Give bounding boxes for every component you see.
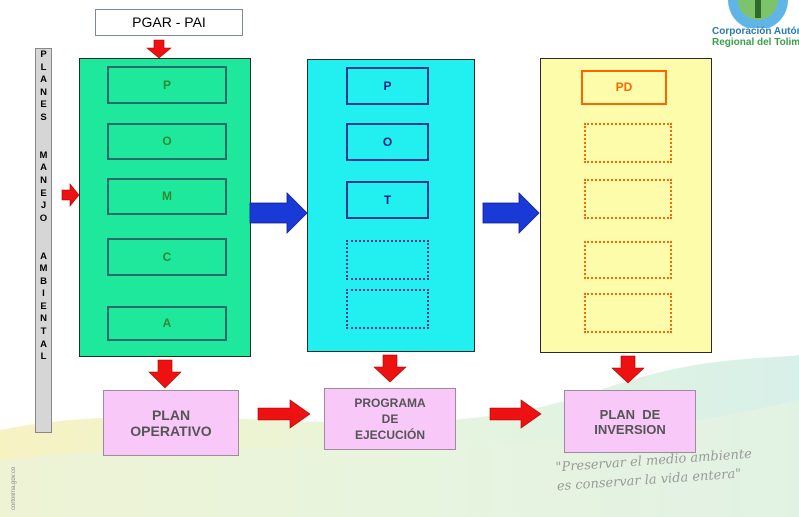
box-pd-empty-1 (584, 123, 672, 163)
vertical-label-char: E (40, 300, 47, 312)
logo-text: Corporación Autónoma Regional del Tolima (712, 26, 799, 48)
box-pot-empty-2 (346, 289, 429, 329)
vertical-label-char: N (40, 313, 47, 325)
box-pot-empty-1 (346, 240, 429, 280)
box-pot-o: O (346, 123, 429, 161)
logo-icon (728, 0, 788, 28)
arrow-blue-2 (482, 192, 540, 234)
side-url-text: cortolima.gov.co (11, 466, 17, 510)
plan-inversion-box: PLAN DE INVERSION (564, 390, 696, 453)
vertical-label-char: I (42, 288, 45, 300)
box-pot-t: T (346, 181, 429, 219)
programa-ejecucion-box: PROGRAMA DE EJECUCIÓN (324, 388, 456, 450)
vertical-label-char: A (40, 74, 47, 86)
vertical-label-char: A (40, 250, 47, 262)
arrow-right-1 (257, 399, 311, 429)
arrow-blue-1 (249, 192, 308, 234)
box-pot-p: P (346, 67, 429, 105)
vertical-label-char: M (39, 263, 48, 275)
vertical-label-char: A (40, 338, 47, 350)
vertical-label-char: E (40, 187, 47, 199)
vertical-label-char: E (40, 99, 47, 111)
box-pd-empty-2 (584, 179, 672, 219)
box-pd: PD (581, 70, 667, 105)
panel-pd (540, 58, 712, 353)
box-m: M (107, 178, 227, 215)
box-pd-empty-3 (584, 241, 672, 279)
arrow-right-2 (489, 399, 542, 429)
vertical-label-char: A (40, 162, 47, 174)
arrow-down-1 (148, 359, 182, 389)
vertical-label-char: N (40, 174, 47, 186)
vertical-label-char: P (40, 49, 47, 60)
vertical-label-char: J (40, 200, 47, 212)
vertical-label-char: L (40, 61, 47, 73)
plan-operativo-box: PLAN OPERATIVO (103, 390, 239, 456)
vertical-label-char: T (40, 326, 47, 338)
arrow-down-2 (373, 354, 407, 383)
arrow-side-right (61, 183, 80, 207)
vertical-label-char: O (39, 212, 48, 224)
box-p: P (107, 66, 227, 104)
vertical-label-char: B (40, 275, 47, 287)
arrow-down-3 (611, 355, 645, 384)
box-o: O (107, 123, 227, 160)
box-c: C (107, 238, 227, 276)
pgar-pai-header: PGAR - PAI (95, 9, 243, 36)
vertical-label-char: S (40, 111, 47, 123)
vertical-label-char: L (40, 351, 47, 363)
box-pd-empty-4 (584, 293, 672, 333)
vertical-label-char: M (39, 149, 48, 161)
arrow-header-down (146, 39, 172, 59)
box-a: A (107, 306, 227, 341)
vertical-label-char: N (40, 86, 47, 98)
